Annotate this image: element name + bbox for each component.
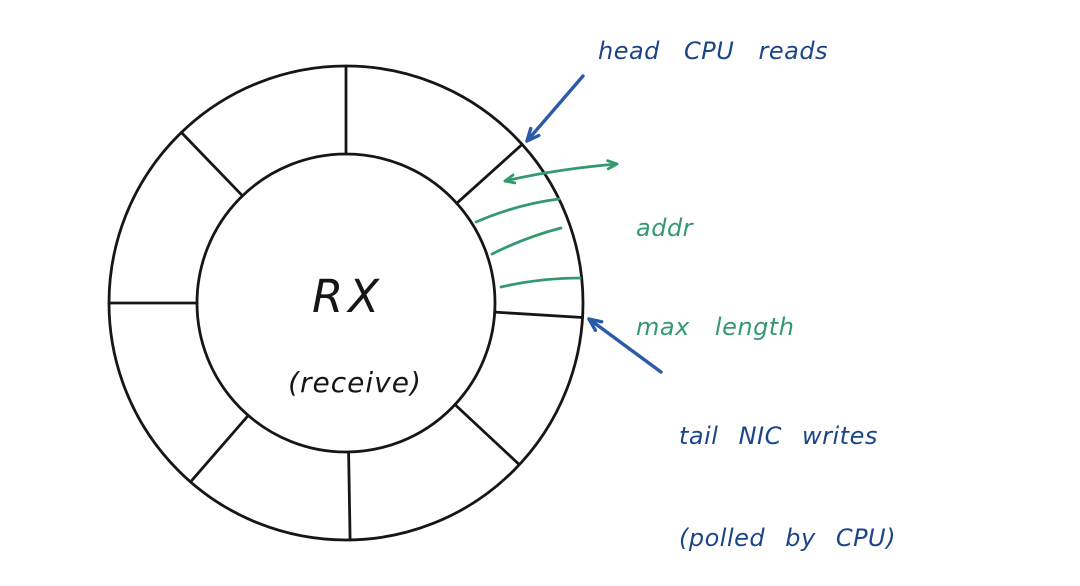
- descriptor-pointer-arrowhead-label: [606, 159, 619, 171]
- descriptor-fields-line-max-length: max length: [636, 313, 795, 341]
- descriptor-pointer-curve: [503, 162, 619, 183]
- slot-divider-line: [453, 403, 521, 467]
- tail-arrow-shaft: [587, 317, 663, 374]
- ring-subtitle: (receive): [288, 366, 422, 399]
- head-arrow-head: [525, 126, 541, 143]
- slot-divider-line: [347, 450, 352, 542]
- tail-arrow-head: [587, 317, 604, 332]
- slot-divider-line: [189, 414, 250, 484]
- head-arrow-shaft: [525, 74, 585, 143]
- descriptor-fields-line-addr: addr: [636, 214, 694, 242]
- slot-divider-line: [179, 131, 244, 198]
- ring-title: RX: [311, 270, 385, 323]
- ring-center-label: RX (receive): [274, 234, 422, 438]
- slot-divider-line: [455, 142, 524, 205]
- slot-field-line: [490, 226, 563, 256]
- slot-field-line: [474, 197, 561, 224]
- tail-label-line1: tail NIC writes: [679, 422, 878, 450]
- head-pointer-label: head CPU reads: [598, 37, 829, 65]
- slot-divider-line: [493, 310, 584, 319]
- descriptor-fields-label: addr max length: [636, 146, 794, 410]
- slot-field-line: [499, 276, 582, 289]
- descriptor-pointer-arrowhead-slot: [503, 173, 517, 185]
- tail-label-line2: (polled by CPU): [679, 524, 896, 552]
- tail-pointer-label: tail NIC writes (polled by CPU): [679, 351, 896, 586]
